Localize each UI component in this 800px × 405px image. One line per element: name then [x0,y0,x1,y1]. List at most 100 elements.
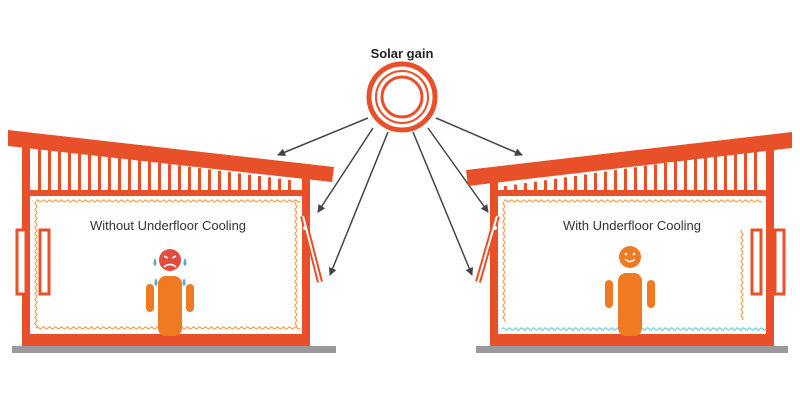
solar-arrow [427,127,489,213]
roof-slat [108,156,111,190]
heat-wave [503,199,763,203]
roof-slat [268,177,271,190]
window-panel [773,228,786,296]
roof-slat [704,157,707,190]
roof-slat [544,180,547,190]
comfortable-person [605,246,655,336]
solar-arrows [277,117,523,276]
roof-slat [714,155,717,190]
open-window [300,215,323,283]
roof-slat [644,165,647,190]
heat-wave [34,201,38,329]
solar-arrow [317,127,374,213]
roof [8,130,334,182]
ceiling [30,190,302,196]
roof-slat [128,158,131,190]
solar-arrow [277,117,369,157]
roof-slat [654,164,657,190]
left-arm [605,280,613,308]
heat-wave [502,201,506,323]
roof-slat [178,165,181,190]
head [159,249,181,271]
roof-slat [208,169,211,190]
roof-slat [38,147,41,190]
roof-slat [514,184,517,190]
roof-slat [664,162,667,190]
sweat-drops [153,258,187,286]
roof-slats [504,149,757,190]
roof [466,132,792,186]
roof-slat [238,173,241,190]
roof-slat [684,159,687,190]
right-arm [186,284,194,312]
roof-slat [624,168,627,190]
roof-slat [58,149,61,190]
window-panel [38,228,51,296]
roof-slat [534,181,537,190]
roof-slat [148,161,151,190]
roof-slat [744,151,747,190]
right-wall [766,146,774,346]
roof-slat [288,179,291,190]
roof-slat [674,161,677,190]
roof-slat [634,167,637,190]
roof-slat [248,174,251,190]
body [158,276,182,336]
roof-slat [614,170,617,190]
heat-wave [35,199,301,203]
sun-icon [366,61,438,133]
smile-face-icon [624,252,636,263]
roof-slat [564,177,567,190]
roof-slat [48,148,51,190]
roof-slat [88,153,91,190]
right-arm [647,280,655,308]
roof-slats [38,147,291,190]
frown-face-icon [163,255,177,268]
with-cooling-label: With Underfloor Cooling [563,218,701,233]
roof-slat [504,186,507,190]
left-building: Without Underfloor Cooling [8,130,336,353]
roof-slat [168,164,171,190]
roof-slat [724,154,727,190]
roof-slat [118,157,121,190]
roof-slat [258,175,261,190]
window-panel [15,228,28,296]
roof-slat [554,178,557,190]
roof-slat [68,150,71,190]
roof-slat [188,166,191,190]
heat-wave [740,229,744,321]
roof-slat [198,168,201,190]
roof-slat [158,162,161,190]
open-window [475,215,500,283]
ground-slab [12,346,336,353]
roof-slat [218,170,221,190]
right-wall [302,172,310,346]
roof-slat [734,152,737,190]
floor-base [22,340,310,346]
roof-slat [278,178,281,190]
roof-slat [604,171,607,190]
roof-slat [754,149,757,190]
head [619,246,641,268]
roof-slat [78,152,81,190]
floor [498,334,766,341]
roof-slat [694,158,697,190]
roof-slat [524,183,527,190]
without-cooling-label: Without Underfloor Cooling [90,218,246,233]
roof-slat [594,172,597,190]
solar-arrow [412,131,474,276]
ground-slab [476,346,788,353]
roof-slat [574,175,577,190]
roof-slat [228,172,231,190]
solar-gain-label: Solar gain [371,46,434,61]
hot-person [146,249,194,336]
body [618,273,642,336]
solar-arrow [328,131,389,276]
floor-base [490,340,774,346]
roof-slat [138,160,141,190]
heat-waves [502,199,763,323]
left-wall [490,176,498,346]
right-building: With Underfloor Cooling [466,132,792,353]
